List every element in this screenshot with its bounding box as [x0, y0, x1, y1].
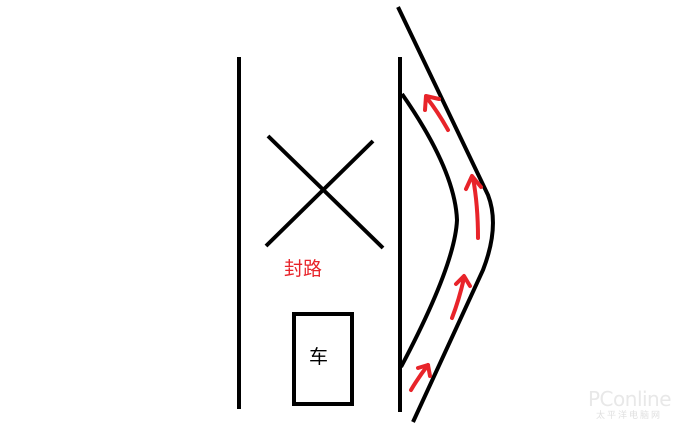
- watermark-brand: PConline: [588, 387, 672, 411]
- car-box: [292, 312, 354, 406]
- road-closed-label: 封路: [284, 258, 323, 280]
- detour-inner-curve: [399, 92, 460, 368]
- detour-arrow-icon: [464, 174, 483, 240]
- detour-arrow-icon: [423, 94, 450, 132]
- detour-arrow-icon: [409, 363, 432, 392]
- watermark-tagline: 太平洋电脑网: [596, 411, 663, 421]
- car-label: 车: [309, 346, 329, 368]
- road-closed-x-icon: [264, 134, 385, 250]
- detour-arrow-icon: [450, 274, 472, 320]
- watermark: PConline 太平洋电脑网: [588, 388, 694, 424]
- detour-outer-curve: [396, 6, 495, 423]
